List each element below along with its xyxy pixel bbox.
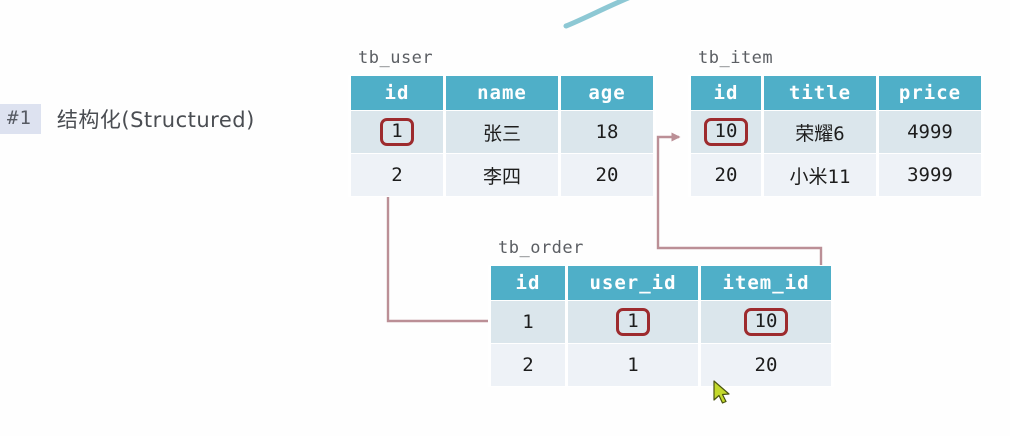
cell-id[interactable]: 2 [351, 154, 443, 196]
cell-id[interactable]: 10 [691, 111, 761, 153]
cell-user_id[interactable]: 1 [568, 344, 698, 386]
table-header-row: id title price [691, 76, 981, 110]
table-caption-tb_user: tb_user [358, 48, 434, 68]
cell-name[interactable]: 张三 [446, 111, 558, 153]
cell-id[interactable]: 2 [491, 344, 565, 386]
column-header-age[interactable]: age [561, 76, 653, 110]
table-grid-tb_order: id user_id item_id 1 1 10 2 1 [488, 265, 834, 387]
highlight-ring: 1 [616, 307, 650, 337]
page-title: 结构化(Structured) [56, 108, 255, 132]
table-row[interactable]: 1 1 10 [491, 301, 831, 343]
page-heading: #1 结构化(Structured) [0, 104, 255, 134]
table-tb_order: tb_order id user_id item_id 1 1 10 [488, 238, 834, 387]
cell-id[interactable]: 1 [351, 111, 443, 153]
mouse-cursor-icon [713, 380, 730, 404]
column-header-id[interactable]: id [351, 76, 443, 110]
table-row[interactable]: 20 小米11 3999 [691, 154, 981, 196]
column-header-item_id[interactable]: item_id [701, 266, 831, 300]
heading-number-badge: #1 [0, 104, 41, 134]
table-row[interactable]: 10 荣耀6 4999 [691, 111, 981, 153]
column-header-price[interactable]: price [879, 76, 981, 110]
table-tb_item: tb_item id title price 10 荣耀6 4999 [688, 48, 984, 197]
cell-id[interactable]: 1 [491, 301, 565, 343]
cell-price[interactable]: 4999 [879, 111, 981, 153]
cell-price[interactable]: 3999 [879, 154, 981, 196]
table-caption-tb_order: tb_order [498, 238, 584, 258]
column-header-user_id[interactable]: user_id [568, 266, 698, 300]
cell-id[interactable]: 20 [691, 154, 761, 196]
cell-item_id[interactable]: 20 [701, 344, 831, 386]
cell-age[interactable]: 20 [561, 154, 653, 196]
table-header-row: id user_id item_id [491, 266, 831, 300]
table-grid-tb_item: id title price 10 荣耀6 4999 20 小米11 3999 [688, 75, 984, 197]
cell-age[interactable]: 18 [561, 111, 653, 153]
table-row[interactable]: 1 张三 18 [351, 111, 653, 153]
column-header-id[interactable]: id [691, 76, 761, 110]
table-caption-tb_item: tb_item [698, 48, 774, 68]
cell-user_id[interactable]: 1 [568, 301, 698, 343]
table-row[interactable]: 2 李四 20 [351, 154, 653, 196]
column-header-title[interactable]: title [764, 76, 876, 110]
decorative-swoosh-icon [563, 0, 630, 29]
table-grid-tb_user: id name age 1 张三 18 2 李四 20 [348, 75, 656, 197]
highlight-ring: 10 [703, 117, 749, 147]
table-header-row: id name age [351, 76, 653, 110]
cell-title[interactable]: 荣耀6 [764, 111, 876, 153]
highlight-ring: 10 [743, 307, 789, 337]
column-header-id[interactable]: id [491, 266, 565, 300]
highlight-ring: 1 [380, 117, 414, 147]
table-row[interactable]: 2 1 20 [491, 344, 831, 386]
cell-title[interactable]: 小米11 [764, 154, 876, 196]
cell-name[interactable]: 李四 [446, 154, 558, 196]
table-tb_user: tb_user id name age 1 张三 18 2 [348, 48, 656, 197]
column-header-name[interactable]: name [446, 76, 558, 110]
cell-item_id[interactable]: 10 [701, 301, 831, 343]
